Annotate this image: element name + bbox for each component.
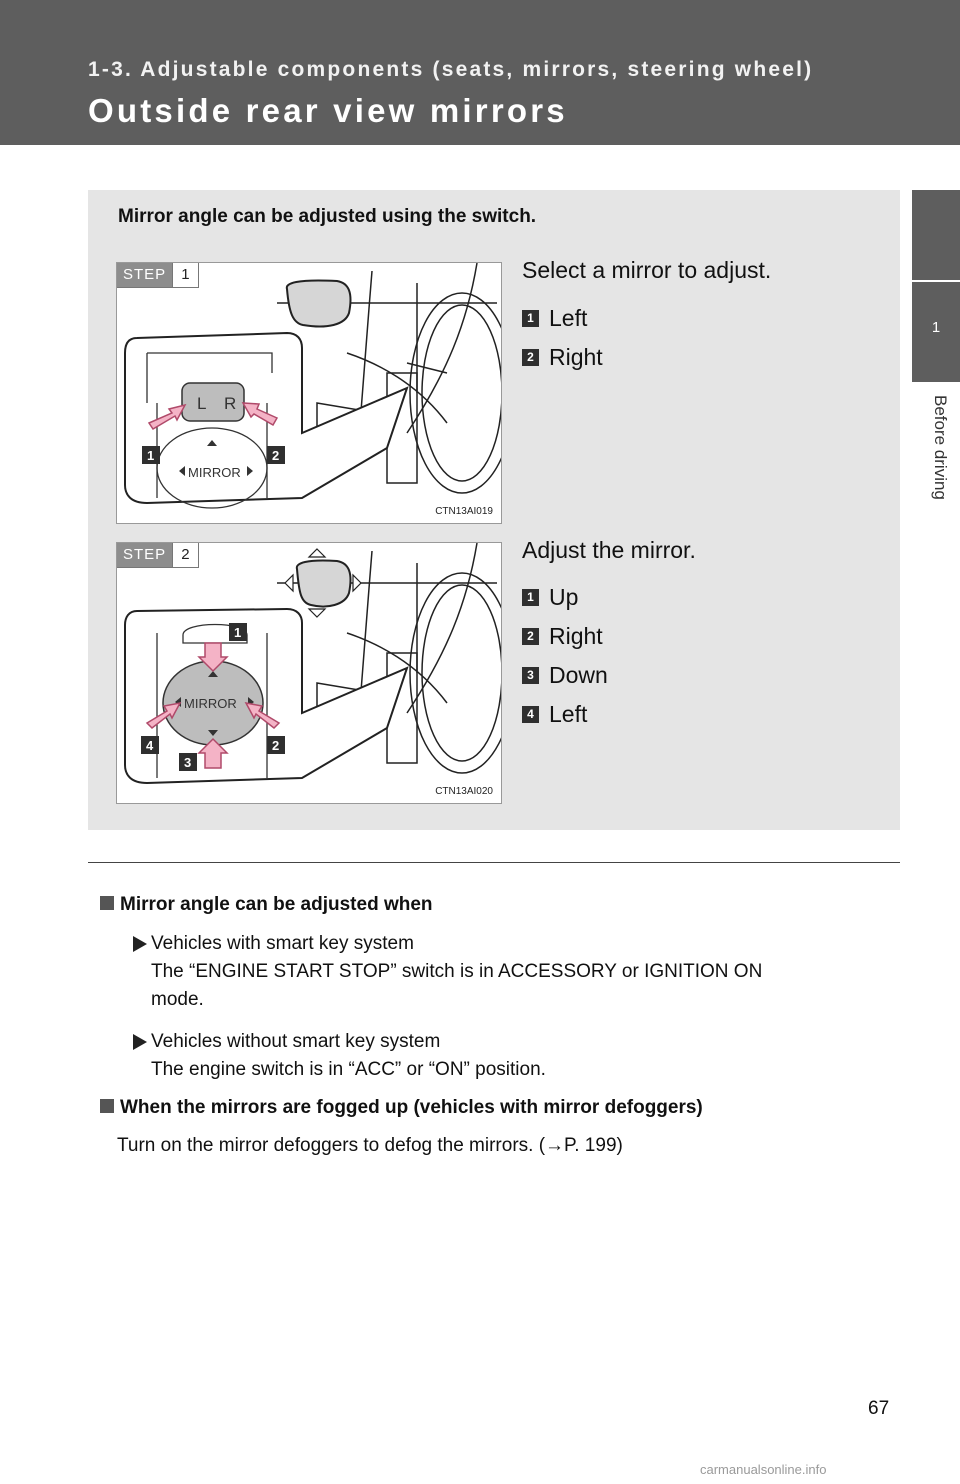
step2-item-left: 4 Left (522, 701, 587, 728)
bullet-line: mode. (151, 989, 204, 1010)
step2-figure: MIRROR 1 2 3 4 STEP 2 CTN13AI020 (116, 542, 515, 804)
note-heading-fogged: When the mirrors are fogged up (vehicles… (100, 1097, 703, 1119)
page-title: Outside rear view mirrors (88, 92, 568, 129)
callout-2: 2 (272, 448, 279, 463)
item-number: 2 (522, 349, 539, 366)
step2-item-up: 1 Up (522, 584, 578, 611)
switch-label-r: R (224, 394, 236, 413)
item-number: 1 (522, 589, 539, 606)
bullet-smart-key: Vehicles with smart key system The “ENGI… (133, 930, 893, 1014)
step-label: STEP (117, 263, 173, 287)
arrow-left-icon (147, 403, 187, 431)
step-number: 2 (172, 543, 198, 567)
item-number: 2 (522, 628, 539, 645)
bullet-line: Vehicles with smart key system (151, 933, 414, 954)
triangle-bullet-icon (133, 936, 147, 952)
step2-instruction: Adjust the mirror. (522, 537, 696, 563)
item-number: 4 (522, 706, 539, 723)
item-number: 3 (522, 667, 539, 684)
square-bullet-icon (100, 896, 114, 910)
section-title: 1-3. Adjustable components (seats, mirro… (88, 58, 814, 81)
figure-code: CTN13AI020 (435, 786, 493, 797)
callout-4: 4 (146, 738, 154, 753)
item-number: 1 (522, 310, 539, 327)
section-divider (88, 862, 900, 863)
item-label: Left (549, 701, 588, 727)
page-header: 1-3. Adjustable components (seats, mirro… (0, 0, 960, 145)
page-number: 67 (868, 1398, 890, 1419)
side-mirror-icon (284, 548, 362, 618)
step-label: STEP (117, 543, 173, 567)
step-number: 1 (172, 263, 198, 287)
bullet-line: The engine switch is in “ACC” or “ON” po… (151, 1059, 546, 1080)
callout-1: 1 (234, 625, 241, 640)
square-bullet-icon (100, 1099, 114, 1113)
switch-label-mirror: MIRROR (188, 465, 241, 480)
side-tab-top (912, 190, 960, 280)
heading-text: Mirror angle can be adjusted when (120, 894, 433, 915)
item-label: Right (549, 623, 603, 649)
panel-lead-text: Mirror angle can be adjusted using the s… (118, 206, 537, 227)
heading-text: When the mirrors are fogged up (vehicles… (120, 1097, 703, 1118)
step1-instruction: Select a mirror to adjust. (522, 257, 772, 283)
step1-tag: STEP 1 (117, 263, 199, 288)
step1-item-left: 1 Left (522, 305, 587, 332)
callout-3: 3 (184, 755, 191, 770)
arrow-right-icon (244, 701, 281, 729)
item-label: Left (549, 305, 588, 331)
lr-selector-knob (181, 382, 245, 422)
chapter-tab[interactable]: 1 (912, 282, 960, 382)
triangle-bullet-icon (133, 1034, 147, 1050)
item-label: Up (549, 584, 579, 610)
arrow-right-icon (241, 402, 279, 427)
bullet-line: The “ENGINE START STOP” switch is in ACC… (151, 961, 763, 982)
callout-2: 2 (272, 738, 279, 753)
defogger-note: Turn on the mirror defoggers to defog th… (117, 1135, 623, 1156)
step2-item-right: 2 Right (522, 623, 603, 650)
watermark: carmanualsonline.info (700, 1462, 827, 1477)
step1-illustration: L R MIRROR 1 2 (124, 262, 515, 509)
side-mirror-icon (285, 279, 352, 328)
step1-item-right: 2 Right (522, 344, 603, 371)
arrow-left-icon (145, 701, 182, 729)
switch-label-l: L (197, 394, 206, 413)
callout-1: 1 (147, 448, 154, 463)
arrow-up-icon (197, 642, 229, 673)
step2-item-down: 3 Down (522, 662, 608, 689)
bullet-no-smart-key: Vehicles without smart key system The en… (133, 1028, 893, 1084)
chapter-label: Before driving (931, 395, 950, 500)
step1-figure: L R MIRROR 1 2 STEP 1 CTN13AI019 (116, 262, 515, 524)
arrow-down-icon (197, 737, 229, 769)
bullet-line: Vehicles without smart key system (151, 1031, 441, 1052)
figure-code: CTN13AI019 (435, 506, 493, 517)
note-heading-adjust-when: Mirror angle can be adjusted when (100, 894, 433, 916)
item-label: Down (549, 662, 608, 688)
step2-tag: STEP 2 (117, 543, 199, 568)
side-tab-bottom (912, 382, 960, 602)
item-label: Right (549, 344, 603, 370)
step2-illustration: MIRROR 1 2 3 4 (124, 542, 515, 785)
switch-label-mirror: MIRROR (184, 696, 237, 711)
